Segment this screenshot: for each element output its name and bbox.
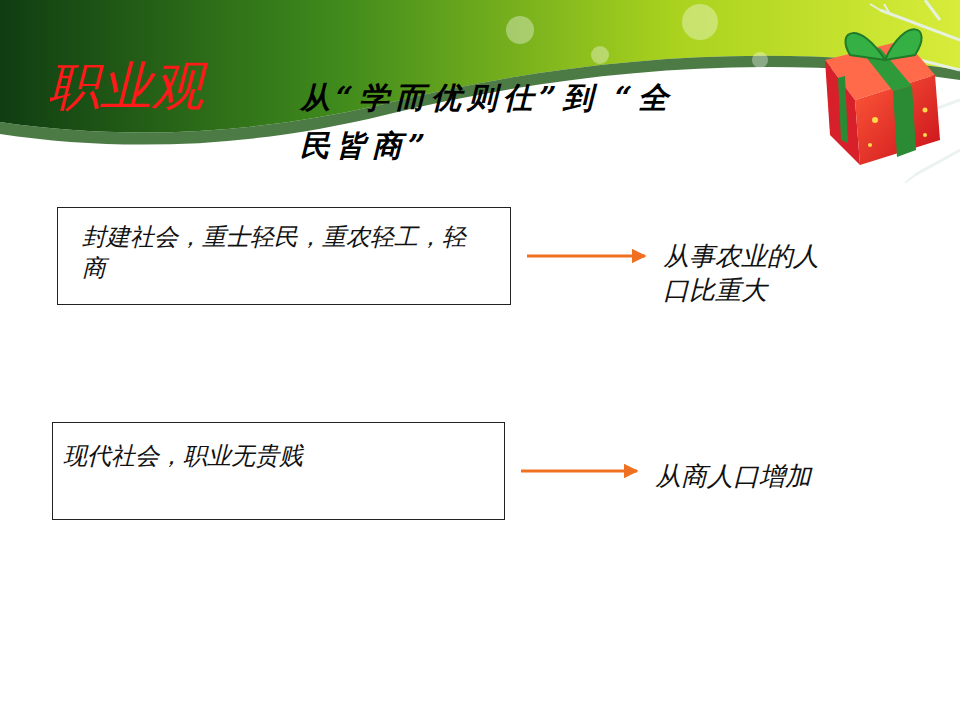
result-text: 从事农业的人口比重大: [663, 240, 838, 310]
cause-box: 现代社会，职业无贵贱: [52, 422, 505, 520]
subtitle: 从“学而优则仕”到 “全民皆商”: [300, 74, 710, 170]
bokeh-dots: [506, 4, 768, 68]
node-text: 从商人口增加: [655, 460, 875, 494]
result-text: 从商人口增加: [655, 460, 875, 500]
cause-box: 封建社会，重士轻民，重农轻工，轻商: [57, 207, 511, 305]
node-text: 封建社会，重士轻民，重农轻工，轻商: [82, 222, 486, 284]
node-text: 现代社会，职业无贵贱: [63, 441, 494, 472]
slide-title: 职业观: [48, 58, 204, 115]
gift-box: [825, 29, 940, 165]
node-text: 从事农业的人口比重大: [663, 240, 838, 308]
arrow-connector: [527, 255, 645, 258]
arrow-connector: [521, 470, 637, 473]
